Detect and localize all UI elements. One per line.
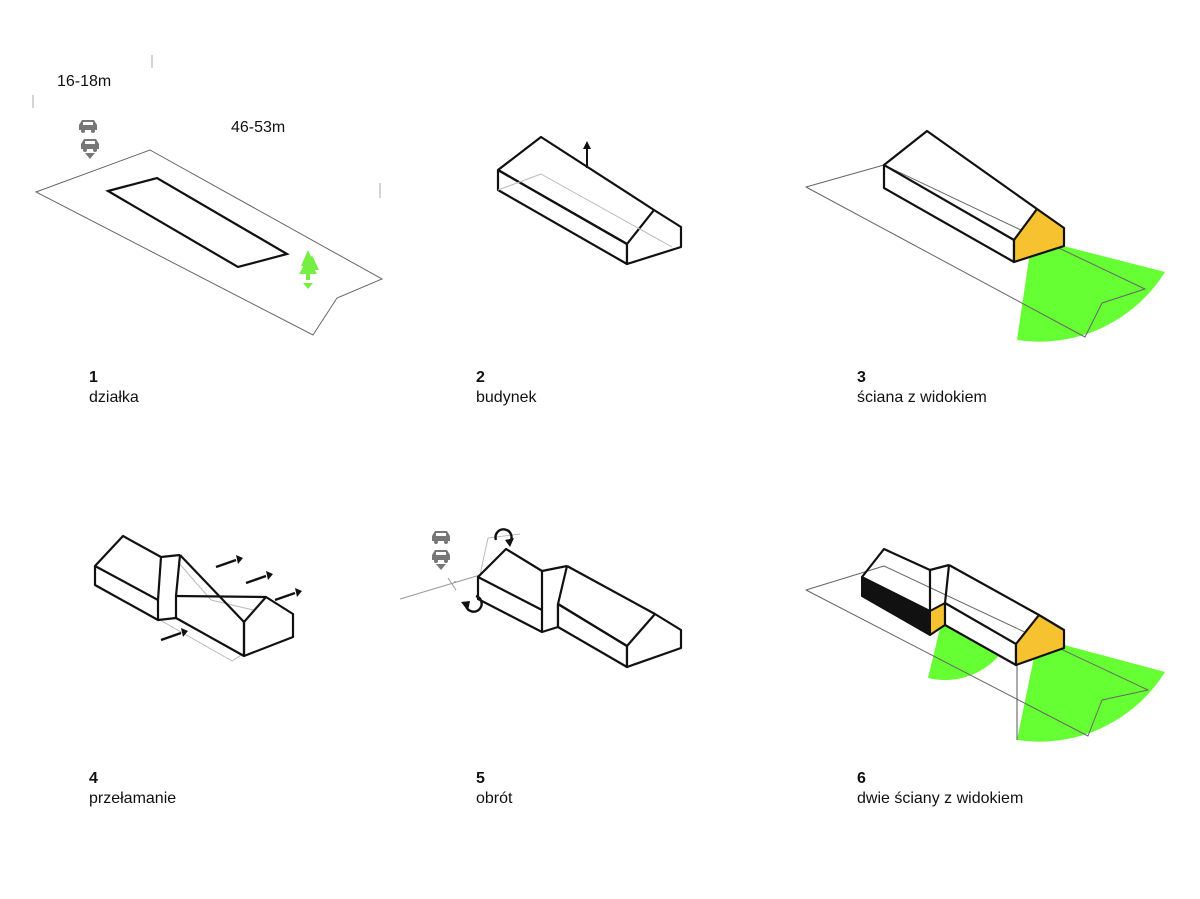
step-5-diagram [399,528,683,669]
arrow-right-icon [245,571,273,585]
step-2-diagram [496,135,683,266]
step-1-diagram [32,55,384,336]
step-1-caption: działka [89,389,139,406]
step-5-caption: obrót [476,790,513,807]
car-icon [432,550,450,563]
arrow-up-icon [583,141,591,149]
site-outline [34,149,384,336]
step-4-number: 4 [89,770,98,787]
step-2-caption: budynek [476,389,537,406]
site-outline [805,565,1149,737]
tree-icon [299,250,319,289]
view-wall [1014,613,1066,667]
car-icon [81,139,99,152]
step-2-number: 2 [476,369,485,386]
step-5-number: 5 [476,770,485,787]
step-1-number: 1 [89,369,98,386]
rotate-arrow-icon [461,594,483,613]
arrow-right-icon [215,555,243,569]
car-icon [79,120,97,133]
view-wall [1012,207,1066,264]
step-3-number: 3 [857,369,866,386]
step-3-diagram [805,129,1165,342]
dark-wall [861,576,931,636]
car-icon [432,531,450,544]
view-cone [1017,238,1165,342]
arrow-down-icon [85,153,95,159]
step-6-caption: dwie ściany z widokiem [857,790,1024,807]
building-footprint [105,176,290,269]
arrow-right-icon [160,628,188,642]
step-6-number: 6 [857,770,866,787]
plot-width-label: 16-18m [57,73,112,90]
site-outline [805,164,1146,338]
arrow-down-icon [436,564,446,570]
step-6-diagram [805,547,1165,742]
arrow-right-icon [274,588,302,602]
rotate-arrow-icon [494,528,514,547]
step-3-caption: ściana z widokiem [857,389,987,406]
step-4-diagram [93,534,302,662]
step-4-caption: przełamanie [89,790,177,807]
view-cone [1017,638,1165,742]
plot-length-label: 46-53m [231,119,286,136]
building-long-wall [496,168,629,266]
